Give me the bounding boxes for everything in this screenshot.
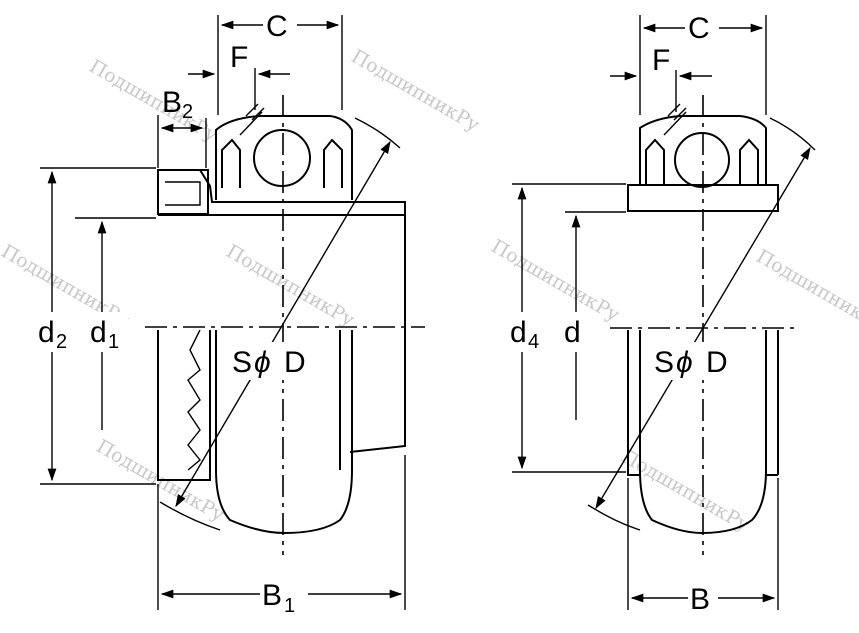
dim-label-d1: d (90, 316, 107, 349)
label-bg (260, 575, 308, 615)
dim-label-D: D (706, 346, 728, 379)
dim-label-C: C (266, 10, 288, 43)
seal-left-upper (221, 138, 241, 188)
dim-label-F: F (652, 44, 670, 77)
dim-label-d4: d (510, 316, 527, 349)
collar-detail (165, 181, 201, 206)
dim-label-B2-sub: 2 (182, 101, 193, 123)
lube-hole (239, 103, 265, 136)
watermark: ПодшипникРу (348, 45, 484, 136)
sphere-arc-upper (769, 117, 816, 151)
right-bearing: C F d 4 d S ϕ D B (506, 10, 816, 618)
dim-label-phi: ϕ (254, 346, 271, 379)
dim-label-phi: ϕ (676, 346, 693, 379)
seal-right-upper (739, 138, 759, 185)
lube-hole (663, 103, 687, 136)
watermark: ПодшипникРу (618, 445, 754, 536)
label-bg (230, 342, 312, 380)
dim-label-B2: B (162, 86, 182, 119)
dim-label-B1-sub: 1 (284, 595, 295, 617)
dim-label-d: d (564, 316, 581, 349)
dim-label-C: C (688, 12, 710, 45)
left-bearing: C F B 2 d 2 d 1 S ϕ D B (36, 8, 425, 617)
label-bg (506, 312, 548, 352)
watermark: ПодшипникРу (753, 245, 859, 336)
dim-SD-arrow (595, 146, 811, 510)
ball-upper (674, 132, 730, 188)
outer-ring-upper (639, 115, 767, 185)
dim-label-D: D (284, 346, 306, 379)
label-bg (685, 10, 719, 44)
dim-label-F: F (230, 41, 248, 74)
outer-ring-upper (215, 115, 353, 200)
watermark: ПодшипникРу (223, 240, 359, 331)
label-bg (688, 580, 718, 618)
dim-label-d4-sub: 4 (528, 331, 539, 353)
label-bg (86, 312, 128, 352)
dim-label-d1-sub: 1 (108, 331, 119, 353)
seal-right-upper (323, 138, 343, 188)
dim-label-B1: B (262, 579, 282, 612)
dim-label-d2-sub: 2 (56, 331, 67, 353)
dim-SD-arrow (175, 140, 391, 508)
dim-label-B: B (690, 583, 710, 616)
collar-lower (157, 330, 211, 481)
sphere-arc-lower (159, 501, 221, 531)
sphere-arc-lower (587, 504, 641, 531)
label-bg (263, 8, 297, 42)
watermark: ПодшипникРу (86, 55, 222, 146)
seal-left-upper (645, 138, 665, 185)
dim-label-S: S (232, 346, 252, 379)
inner-ring-outline (158, 169, 406, 453)
label-bg (36, 312, 78, 352)
sphere-arc-upper (354, 117, 401, 149)
ball-upper (253, 129, 311, 187)
dim-label-d2: d (38, 316, 55, 349)
dim-label-S: S (654, 346, 674, 379)
label-bg (652, 342, 734, 380)
label-bg (562, 312, 592, 352)
collar-teeth (187, 329, 201, 471)
watermarks: ПодшипникРу ПодшипникРу ПодшипникРу Подш… (0, 45, 859, 536)
